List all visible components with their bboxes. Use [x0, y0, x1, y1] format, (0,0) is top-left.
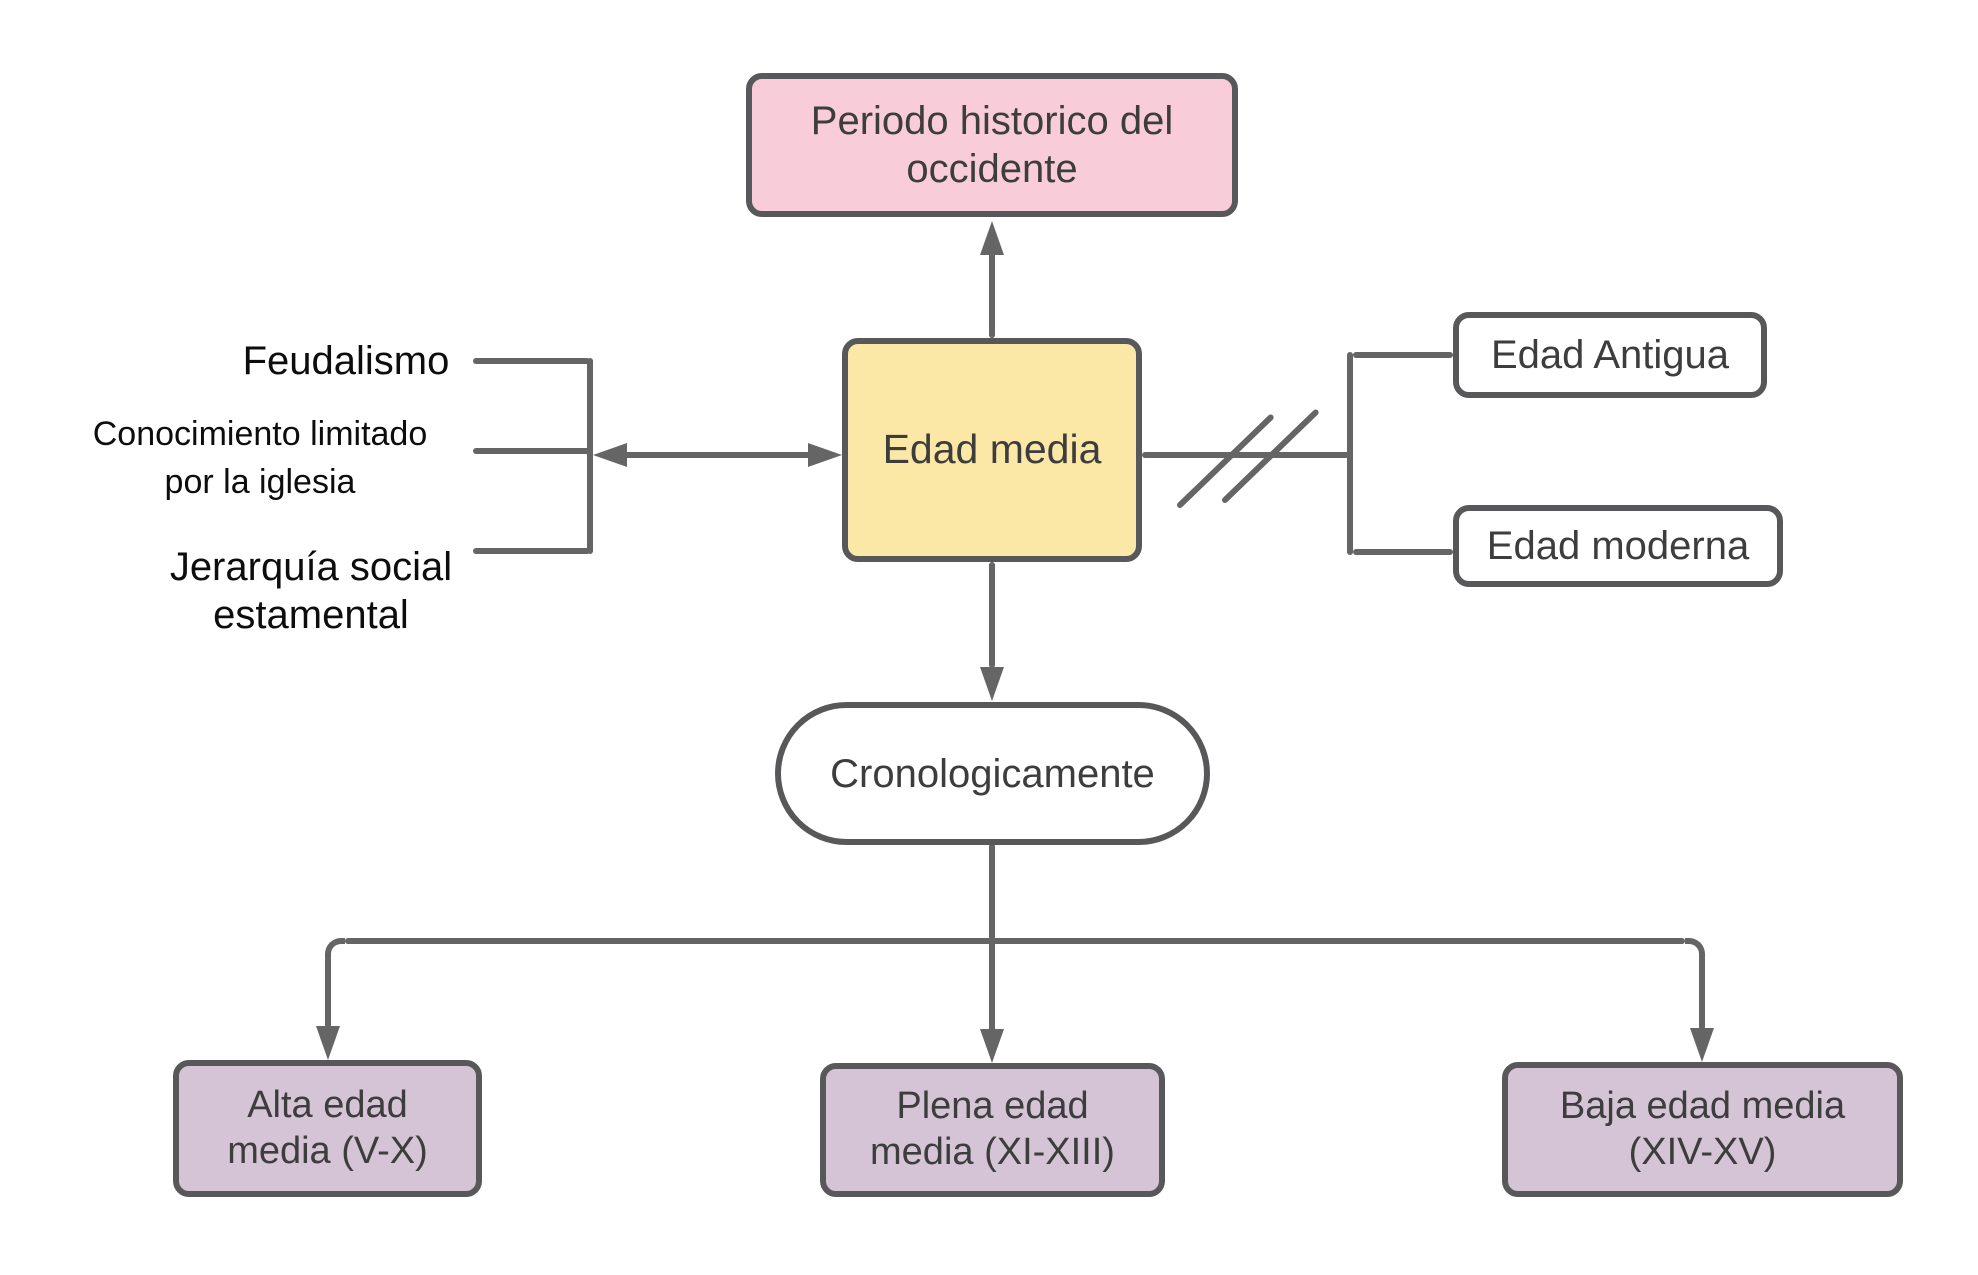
arrowhead-right [808, 443, 842, 467]
node-edad-antigua[interactable]: Edad Antigua [1453, 312, 1767, 398]
arrowhead-left [593, 443, 627, 467]
node-periodo-historico[interactable]: Periodo historico del occidente [746, 73, 1238, 217]
connector-jerarquia-line [473, 548, 590, 554]
node-periodo-label: Periodo historico del occidente [810, 99, 1174, 191]
label-conocimiento-limitado[interactable]: Conocimiento limitado por la iglesia [92, 415, 428, 501]
node-edad-moderna-label: Edad moderna [1486, 524, 1750, 568]
node-plena-edad-media[interactable]: Plena edad media (XI-XIII) [820, 1063, 1165, 1197]
connector-to-right-bracket [1142, 452, 1353, 458]
node-edad-antigua-label: Edad Antigua [1491, 333, 1729, 377]
node-baja-edad-media[interactable]: Baja edad media (XIV-XV) [1502, 1062, 1903, 1197]
node-edad-moderna[interactable]: Edad moderna [1453, 505, 1783, 587]
branch-to-edad-antigua [1353, 352, 1453, 358]
drop-line-to-alta [325, 956, 331, 1030]
node-cronologicamente-label: Cronologicamente [830, 751, 1155, 796]
node-alta-edad-media[interactable]: Alta edad media (V-X) [173, 1060, 482, 1197]
node-edad-media-label: Edad media [882, 426, 1102, 473]
node-edad-media[interactable]: Edad media [842, 338, 1142, 562]
connector-to-cronologicamente [989, 562, 995, 668]
connector-to-periodo-line [989, 250, 995, 338]
branch-to-edad-moderna [1353, 549, 1453, 555]
connector-conocimiento-line [473, 448, 590, 454]
connector-feudalismo-line [473, 358, 590, 364]
right-bracket-line [1347, 352, 1353, 555]
label-jerarquia-social[interactable]: Jerarquía social estamental [169, 545, 453, 637]
arrowhead-down-baja [1690, 1028, 1714, 1062]
arrowhead-down-alta [316, 1026, 340, 1060]
label-feudalismo[interactable]: Feudalismo [242, 339, 450, 383]
drop-line-to-baja [1699, 956, 1705, 1030]
double-arrow-line [600, 452, 815, 458]
left-bracket-line [587, 358, 593, 554]
node-cronologicamente[interactable]: Cronologicamente [775, 702, 1210, 845]
node-plena-label: Plena edad media (XI-XIII) [870, 1085, 1115, 1173]
distributor-right-corner [1685, 938, 1705, 958]
distributor-horizontal-line [345, 938, 1685, 944]
arrowhead-up [980, 221, 1004, 255]
arrowhead-down-oval [980, 667, 1004, 701]
node-alta-label: Alta edad media (V-X) [227, 1083, 428, 1172]
node-baja-label: Baja edad media (XIV-XV) [1559, 1084, 1846, 1173]
arrowhead-down-plena [980, 1029, 1004, 1063]
distributor-left-corner [325, 938, 345, 958]
